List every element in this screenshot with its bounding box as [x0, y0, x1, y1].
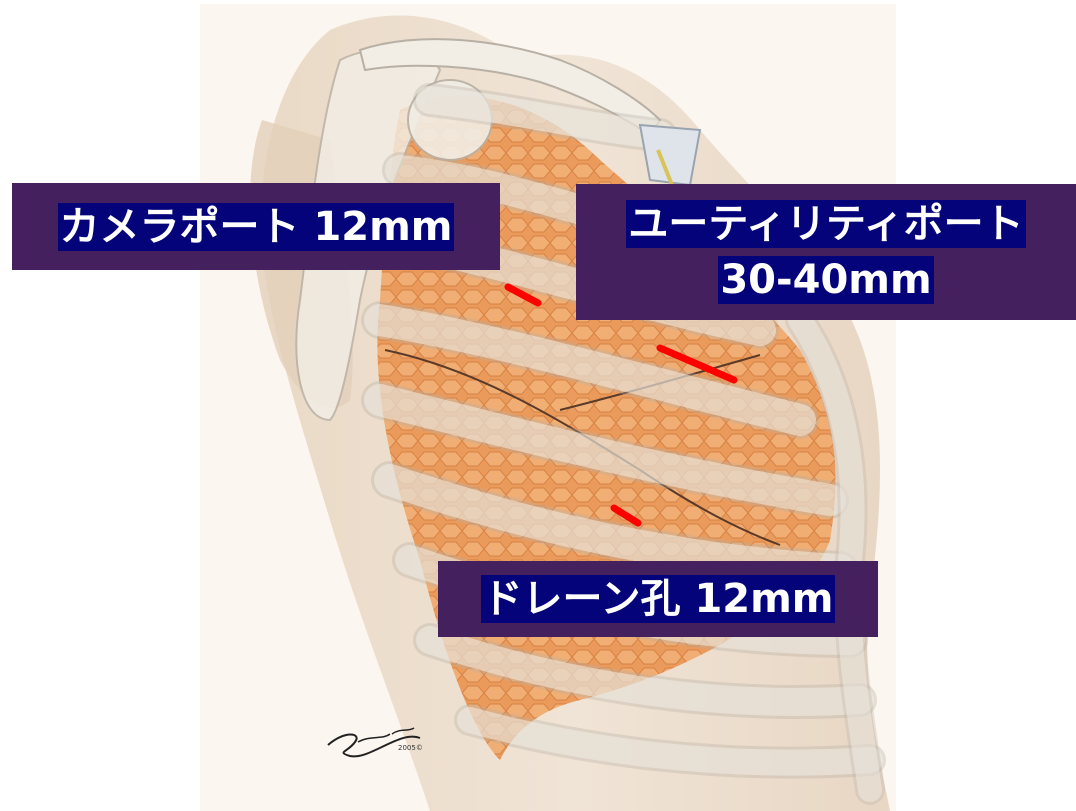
svg-text:2005©: 2005© [398, 744, 423, 752]
utility-port-label-line1: ユーティリティポート [626, 200, 1025, 248]
utility-port-label: ユーティリティポート 30-40mm [576, 184, 1076, 320]
camera-port-label-text: カメラポート 12mm [58, 203, 455, 251]
drain-hole-label: ドレーン孔 12mm [438, 561, 878, 637]
camera-port-label: カメラポート 12mm [12, 183, 500, 270]
utility-port-label-line2: 30-40mm [718, 256, 933, 304]
drain-hole-label-text: ドレーン孔 12mm [481, 575, 836, 623]
